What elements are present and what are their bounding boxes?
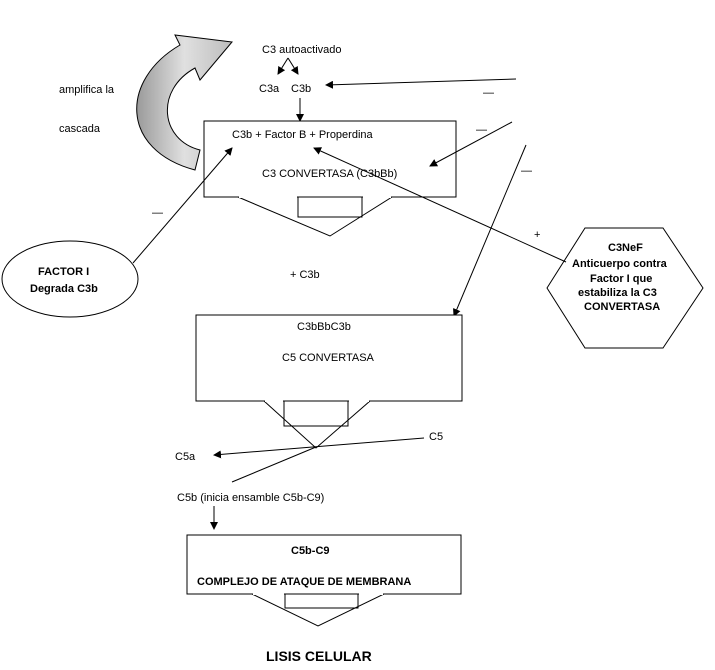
inhibition-arrow-to-convertasa [429,121,513,167]
arrow-c5-to-c5a [213,437,425,459]
line-c5-to-c5b [231,446,317,483]
c3nef-line4: estabiliza la C3 [578,287,657,299]
c3nef-hexagon [546,227,704,349]
minus-sign-3: — [521,165,532,177]
plus-c3b-label: + C3b [290,269,320,281]
c3-convertasa-components: C3b + Factor B + Properdina [232,129,374,141]
c5-convertasa-components: C3bBbC3b [297,321,351,333]
factor-i-ellipse [1,240,139,318]
c3nef-line3: Factor I que [590,273,652,285]
mac-title: C5b-C9 [291,545,330,557]
c5b-label: C5b (inicia ensamble C5b-C9) [177,492,324,504]
c5-convertasa-box [195,314,463,402]
c3-convertasa-box [203,120,457,198]
c3a-label: C3a [259,83,280,95]
c3nef-line5: CONVERTASA [584,301,660,313]
c3-convertasa-name: C3 CONVERTASA (C3bBb) [262,168,397,180]
block-arrow-3 [251,593,385,627]
factor-i-title: FACTOR I [38,266,89,278]
minus-sign-2: — [476,124,487,136]
block-arrow-1 [237,196,394,237]
plus-sign: + [534,229,540,241]
lisis-celular-label: LISIS CELULAR [266,648,372,664]
inhibition-arrow-to-c3b [325,78,517,89]
c3nef-title: C3NeF [608,242,643,254]
minus-sign-1: — [483,87,494,99]
amplification-curved-arrow [136,34,233,171]
mac-box [186,534,462,595]
amplifica-label-line1: amplifica la [59,84,115,96]
c3b-label: C3b [291,83,311,95]
arrow-to-c3b [287,57,299,75]
factor-i-arrow [132,147,233,264]
amplifica-label-line2: cascada [59,123,101,135]
minus-sign-4: — [152,207,163,219]
c5-convertasa-name: C5 CONVERTASA [282,352,375,364]
c3-autoactivado-label: C3 autoactivado [262,44,342,56]
c5-label: C5 [429,431,443,443]
c3nef-arrow [313,147,567,263]
mac-name: COMPLEJO DE ATAQUE DE MEMBRANA [197,576,411,588]
arrow-to-c3a [277,57,289,75]
c5a-label: C5a [175,451,196,463]
c3nef-line2: Anticuerpo contra [572,258,668,270]
factor-i-description: Degrada C3b [30,283,98,295]
block-arrow-2 [262,400,372,449]
inhibition-arrow-to-c5-convertasa [453,144,527,317]
